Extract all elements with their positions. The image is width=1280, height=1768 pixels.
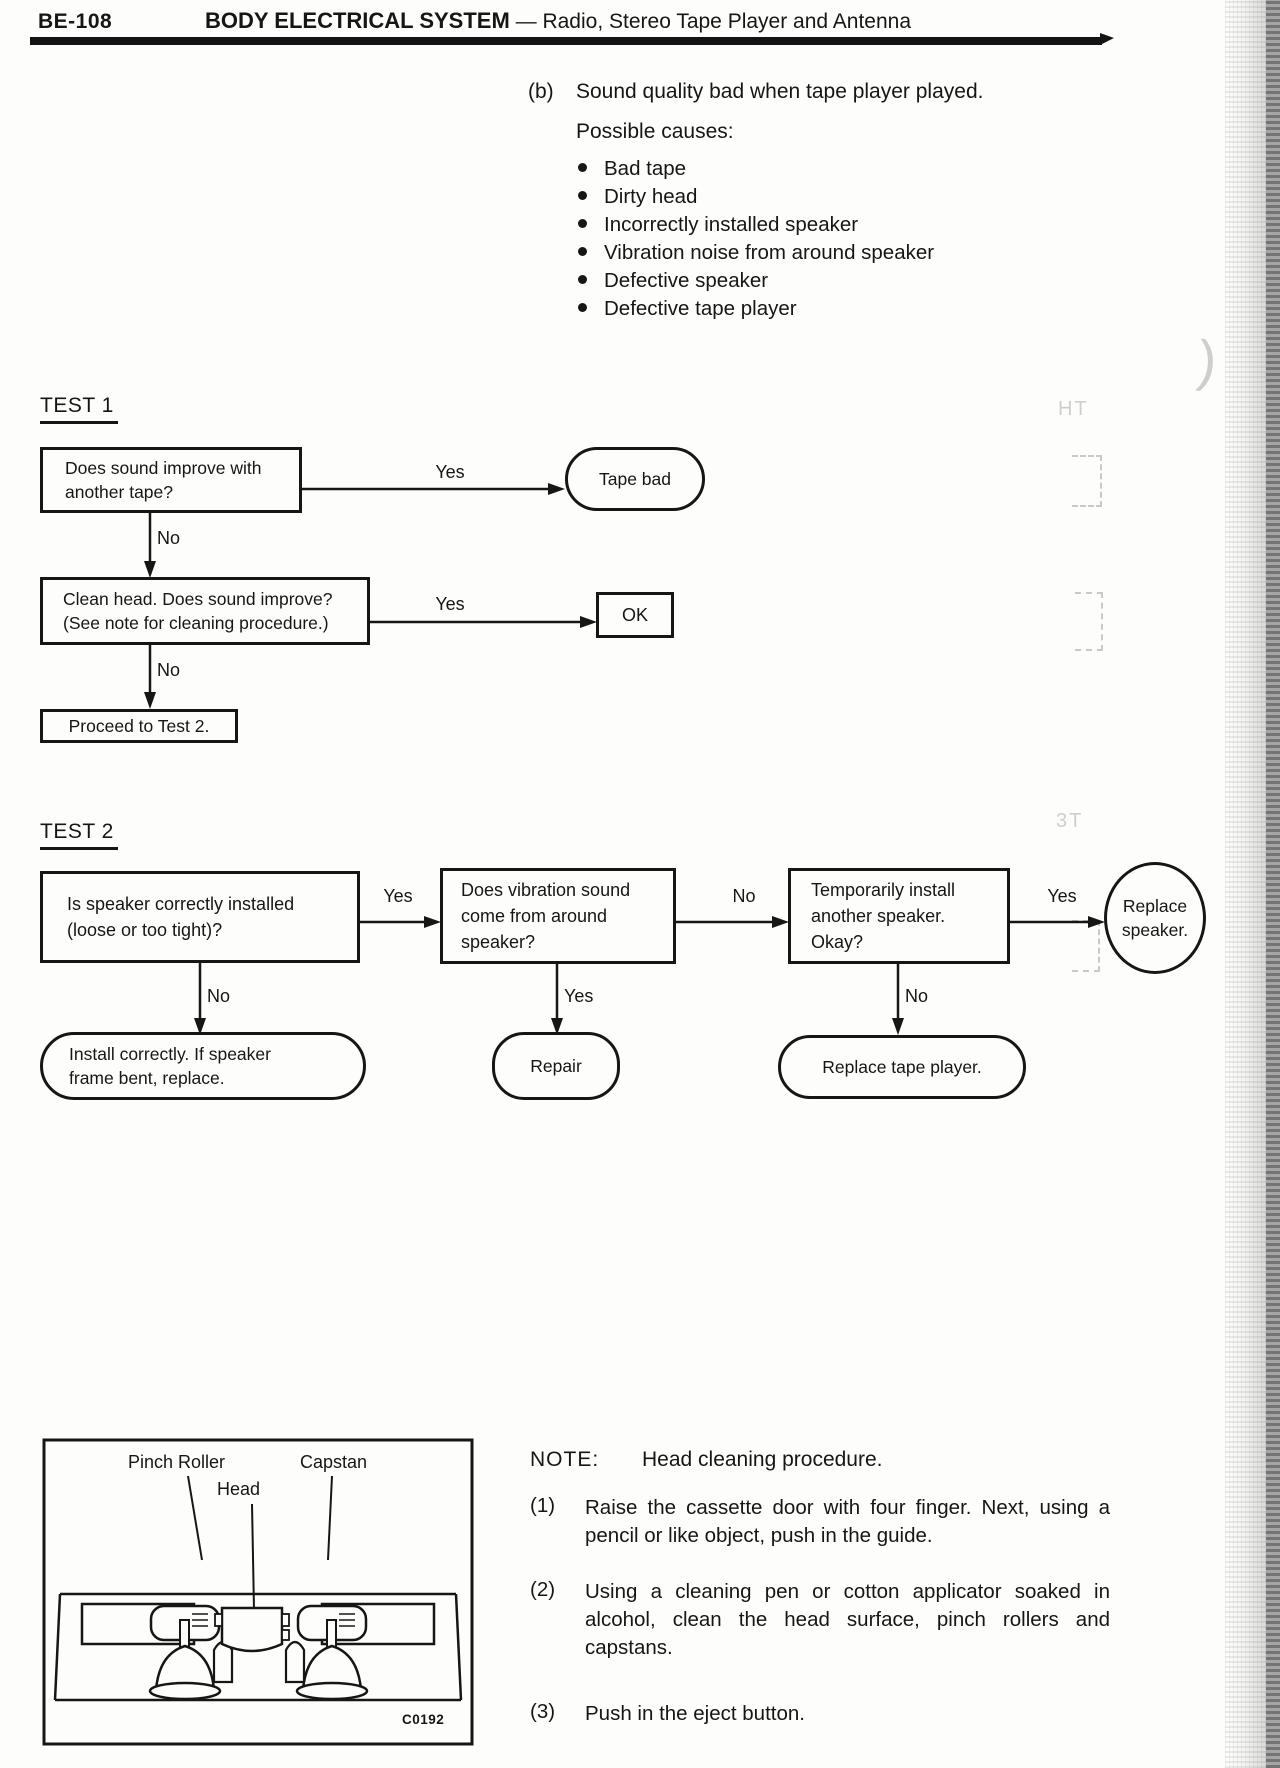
test2-result-install-correctly: Install correctly. If speaker frame bent… (40, 1032, 366, 1100)
test1-result-ok-text: OK (621, 605, 648, 625)
diagram-figure-code: C0192 (402, 1712, 445, 1727)
cause-item: Bad tape (578, 157, 686, 181)
test2-question-vibration: Does vibration sound come from around sp… (440, 868, 676, 964)
page-edge-binding (1266, 0, 1280, 1768)
diagram-label-head: Head (217, 1479, 261, 1499)
test2-result-replace-speaker: Replace speaker. (1104, 862, 1206, 974)
ghost-bracket-mark (1075, 592, 1103, 651)
test2-q2-line3: speaker? (461, 932, 536, 952)
test2-question-another-speaker: Temporarily install another speaker. Oka… (788, 868, 1010, 964)
replace-speaker-line1: Replace (1122, 896, 1188, 916)
test2-q2-line2: come from around (461, 906, 608, 926)
note-item-number: (1) (530, 1494, 556, 1517)
test1-question-tape: Does sound improve with another tape? (40, 447, 302, 513)
replace-tape-player-text: Replace tape player. (822, 1057, 982, 1077)
note-item-number: (2) (530, 1578, 556, 1601)
test1-heading-text: TEST 1 (40, 394, 118, 424)
test2-yes3-label: Yes (1047, 886, 1077, 906)
diagram-label-capstan: Capstan (300, 1452, 368, 1472)
test2-q3-line2: another speaker. (811, 906, 946, 926)
test2-q2-line1: Does vibration sound (461, 880, 631, 900)
note-label: NOTE: (530, 1448, 600, 1471)
test2-result-replace-tape-player: Replace tape player. (778, 1035, 1026, 1099)
ghost-bleedthrough-text: HT (1058, 398, 1089, 420)
diagram-label-pinch-roller: Pinch Roller (128, 1452, 226, 1472)
test2-no2-label: No (207, 986, 231, 1006)
test2-question-speaker-installed: Is speaker correctly installed (loose or… (40, 871, 360, 963)
test1-no1-label: No (157, 528, 181, 548)
ghost-paren-mark: ) (1194, 328, 1220, 393)
test2-result-repair: Repair (492, 1032, 620, 1100)
test1-question-tape-line2: another tape? (65, 482, 174, 502)
page-title-bold: BODY ELECTRICAL SYSTEM (205, 8, 510, 33)
test1-yes1-label: Yes (435, 462, 465, 482)
ghost-bracket-mark (1072, 455, 1102, 507)
header-rule-tip (1100, 33, 1114, 45)
install-correctly-line1: Install correctly. If speaker (69, 1044, 271, 1064)
test2-no3-label: No (905, 986, 929, 1006)
test2-heading: TEST 2 (40, 820, 118, 850)
note-title: Head cleaning procedure. (642, 1448, 883, 1471)
test2-yes1-label: Yes (383, 886, 413, 906)
cause-item: Incorrectly installed speaker (578, 213, 858, 237)
test1-question-clean-head-line1: Clean head. Does sound improve? (63, 589, 333, 609)
test2-heading-text: TEST 2 (40, 820, 118, 850)
test1-question-clean-head-line2: (See note for cleaning procedure.) (63, 613, 329, 633)
section-b-title: Sound quality bad when tape player playe… (576, 80, 984, 103)
ghost-bleedthrough-text: 3T (1056, 810, 1084, 832)
page-title: BODY ELECTRICAL SYSTEM — Radio, Stereo T… (205, 8, 911, 34)
cause-item: Defective speaker (578, 269, 768, 293)
test1-heading: TEST 1 (40, 394, 118, 424)
test2-yes2-label: Yes (564, 986, 594, 1006)
page-title-rest: — Radio, Stereo Tape Player and Antenna (515, 10, 912, 33)
section-b-label: (b) (528, 80, 554, 103)
note-item-text: Raise the cassette door with four finger… (585, 1496, 1110, 1547)
test1-yes2-label: Yes (435, 594, 465, 614)
test1-no2-label: No (157, 660, 181, 680)
cause-item: Defective tape player (578, 297, 797, 321)
test2-no1-label: No (732, 886, 756, 906)
ghost-bracket-mark (1072, 920, 1100, 972)
note-item-number: (3) (530, 1700, 556, 1723)
test1-result-tape-bad: Tape bad (565, 447, 705, 511)
head-cleaning-diagram (42, 1438, 474, 1746)
test2-q1-line1: Is speaker correctly installed (67, 894, 295, 914)
cause-item: Dirty head (578, 185, 697, 209)
test1-result-ok: OK (596, 592, 674, 638)
test1-proceed-text: Proceed to Test 2. (68, 716, 210, 736)
replace-speaker-line2: speaker. (1121, 920, 1189, 940)
test2-q3-line3: Okay? (811, 932, 864, 952)
header-rule (30, 37, 1102, 45)
test2-q3-line1: Temporarily install (811, 880, 956, 900)
possible-causes-heading: Possible causes: (576, 120, 734, 143)
test2-q1-line2: (loose or too tight)? (67, 920, 223, 940)
note-item-text: Push in the eject button. (585, 1702, 805, 1725)
test1-proceed: Proceed to Test 2. (40, 709, 238, 743)
page-number: BE-108 (38, 10, 113, 33)
test1-question-clean-head: Clean head. Does sound improve? (See not… (40, 577, 370, 645)
install-correctly-line2: frame bent, replace. (69, 1068, 225, 1088)
cause-item: Vibration noise from around speaker (578, 241, 934, 265)
repair-text: Repair (530, 1056, 582, 1076)
test1-result-tape-bad-text: Tape bad (598, 469, 671, 489)
note-item-text: Using a cleaning pen or cotton applicato… (585, 1580, 1110, 1659)
test1-question-tape-line1: Does sound improve with (65, 458, 262, 478)
